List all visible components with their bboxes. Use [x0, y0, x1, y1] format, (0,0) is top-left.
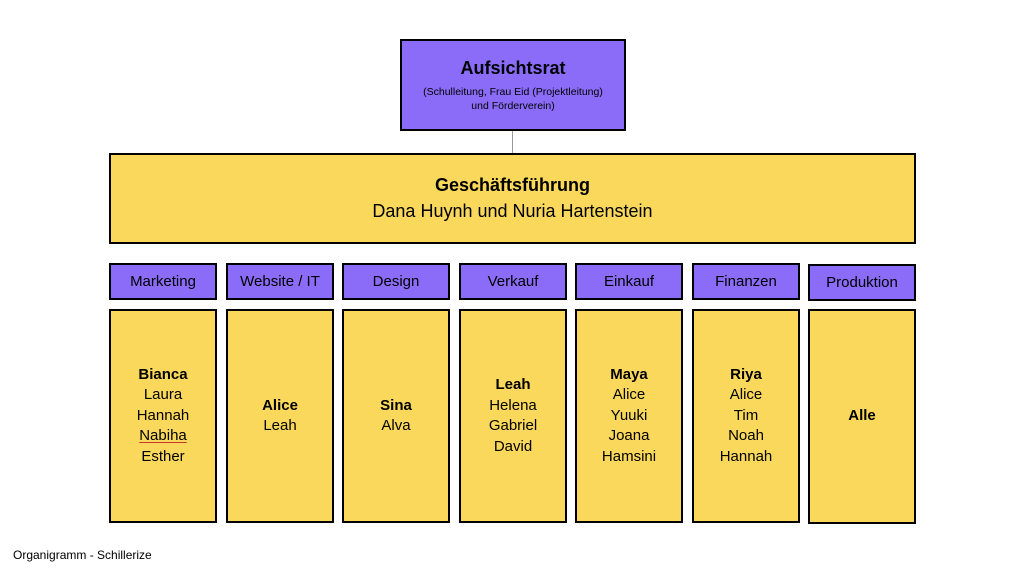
dept-name: Finanzen	[715, 273, 777, 290]
dept-members-finanzen: Riya Alice Tim Noah Hannah	[692, 309, 800, 523]
dept-lead: Bianca	[138, 365, 188, 383]
dept-header-produktion: Produktion	[808, 264, 916, 301]
management-title: Geschäftsführung	[434, 175, 590, 195]
management-names: Dana Huynh und Nuria Hartenstein	[372, 201, 653, 221]
supervisory-board-members: (Schulleitung, Frau Eid (Projektleitung)…	[423, 85, 603, 112]
supervisory-board-box: Aufsichtsrat (Schulleitung, Frau Eid (Pr…	[400, 39, 626, 131]
dept-header-verkauf: Verkauf	[459, 263, 567, 300]
dept-name: Marketing	[130, 273, 196, 290]
dept-name: Einkauf	[603, 273, 655, 290]
dept-lead: Alle	[848, 407, 876, 425]
dept-member: Noah	[728, 427, 764, 445]
dept-member: Yuuki	[610, 406, 648, 424]
dept-member: Gabriel	[488, 417, 538, 434]
dept-header-website-it: Website / IT	[226, 263, 334, 300]
dept-member: Helena	[489, 396, 537, 414]
dept-members-marketing: Bianca Laura Hannah Nabiha Esther	[109, 309, 217, 523]
dept-lead: Sina	[380, 396, 412, 414]
dept-name: Verkauf	[487, 273, 539, 290]
dept-member: Leah	[263, 417, 297, 434]
dept-header-design: Design	[342, 263, 450, 300]
dept-members-produktion: Alle	[808, 309, 916, 524]
management-box: Geschäftsführung Dana Huynh und Nuria Ha…	[109, 153, 916, 244]
dept-lead: Riya	[730, 365, 762, 383]
dept-lead: Alice	[262, 396, 298, 414]
dept-member: Alva	[381, 417, 411, 434]
dept-header-finanzen: Finanzen	[692, 263, 800, 300]
dept-header-marketing: Marketing	[109, 263, 217, 300]
dept-members-design: Sina Alva	[342, 309, 450, 523]
dept-member: Alice	[612, 386, 646, 404]
dept-member: Laura	[143, 386, 183, 404]
dept-lead: Leah	[495, 376, 531, 393]
dept-members-einkauf: Maya Alice Yuuki Joana Hamsini	[575, 309, 683, 523]
dept-members-website-it: Alice Leah	[226, 309, 334, 523]
dept-member: Esther	[141, 447, 185, 465]
dept-member: Hannah	[136, 406, 190, 424]
dept-members-verkauf: Leah Helena Gabriel David	[459, 309, 567, 523]
dept-member: Joana	[608, 427, 650, 445]
supervisory-board-title: Aufsichtsrat	[460, 57, 566, 78]
dept-header-einkauf: Einkauf	[575, 263, 683, 300]
dept-name: Produktion	[826, 274, 898, 291]
dept-member: Alice	[729, 386, 763, 404]
connector-line	[512, 131, 513, 153]
dept-member: Nabiha	[139, 427, 187, 445]
dept-name: Website / IT	[240, 273, 320, 290]
dept-member: David	[493, 437, 533, 455]
dept-name: Design	[372, 273, 420, 290]
diagram-caption: Organigramm - Schillerize	[13, 548, 152, 562]
dept-member: Hannah	[719, 447, 773, 465]
dept-member: Tim	[733, 406, 759, 424]
dept-lead: Maya	[610, 365, 648, 383]
dept-member: Hamsini	[601, 447, 657, 465]
